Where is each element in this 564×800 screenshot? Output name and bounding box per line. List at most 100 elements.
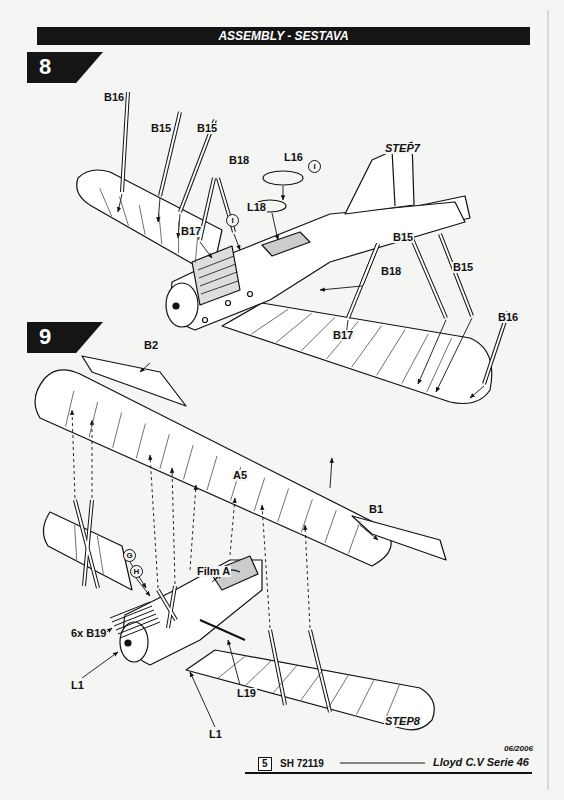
drawing-stroke bbox=[118, 618, 158, 634]
drawing-stroke bbox=[348, 244, 378, 318]
drawing-stroke bbox=[262, 232, 310, 256]
part-number: B1 bbox=[368, 504, 384, 515]
step-reference: STEP7 bbox=[384, 143, 421, 154]
drawing-stroke bbox=[283, 186, 284, 200]
drawing-stroke bbox=[122, 92, 234, 240]
part-number: B18 bbox=[380, 266, 402, 277]
drawing-stroke bbox=[82, 652, 118, 678]
wing-rib bbox=[119, 197, 128, 226]
badge-fill bbox=[27, 52, 103, 83]
drawing-stroke bbox=[82, 356, 186, 406]
wing-rib bbox=[427, 338, 452, 392]
drawing-stroke bbox=[440, 234, 472, 316]
wing-rib bbox=[97, 536, 103, 574]
wing-rib bbox=[254, 478, 265, 511]
drawing-stroke bbox=[270, 630, 285, 705]
wing-rib bbox=[66, 391, 74, 427]
step-number: 8 bbox=[27, 52, 103, 79]
drawing-stroke bbox=[222, 303, 492, 404]
drawing-stroke bbox=[272, 213, 278, 240]
drawing-stroke bbox=[418, 320, 446, 384]
drawing-stroke bbox=[263, 171, 303, 185]
drawing-stroke bbox=[348, 234, 508, 384]
wing-rib bbox=[352, 326, 382, 368]
drawing-stroke bbox=[72, 363, 378, 727]
wing-rib bbox=[301, 671, 323, 701]
drawing-stroke bbox=[166, 283, 198, 327]
drawing-stroke bbox=[120, 622, 160, 638]
part-number: B17 bbox=[180, 226, 202, 237]
callout-letter: I bbox=[308, 160, 321, 173]
drawing-stroke bbox=[248, 292, 253, 297]
drawing-stroke bbox=[140, 363, 150, 372]
catalogue-number: SH 72119 bbox=[280, 759, 324, 769]
drawing-stroke bbox=[199, 264, 236, 278]
drawing-stroke bbox=[75, 500, 330, 712]
drawing-stroke bbox=[310, 630, 330, 712]
drawing-stroke bbox=[72, 410, 310, 628]
wing-rib bbox=[75, 525, 77, 560]
part-number: L19 bbox=[236, 688, 257, 699]
drawing-stroke bbox=[200, 242, 212, 258]
wing-rib bbox=[348, 521, 360, 553]
part-number: B16 bbox=[103, 92, 125, 103]
drawing-stroke bbox=[190, 672, 215, 727]
drawing-stroke bbox=[362, 244, 378, 284]
drawing-stroke bbox=[200, 620, 245, 640]
drawing-stroke bbox=[82, 363, 378, 727]
drawing-stroke bbox=[112, 606, 152, 622]
badge-shape bbox=[27, 52, 103, 83]
part-number: Film A bbox=[196, 566, 231, 577]
drawing-stroke bbox=[226, 301, 231, 306]
drawing-stroke bbox=[150, 455, 158, 588]
wing-rib bbox=[113, 413, 122, 448]
drawing-stroke bbox=[262, 505, 270, 628]
badge-fill bbox=[27, 322, 103, 353]
print-date: 06/2006 bbox=[504, 745, 533, 753]
drawing-stroke bbox=[172, 468, 175, 584]
drawing-stroke bbox=[198, 256, 238, 294]
drawing-stroke bbox=[116, 614, 156, 630]
drawing-stroke bbox=[72, 410, 75, 498]
part-number: B17 bbox=[332, 330, 354, 341]
part-number: L1 bbox=[70, 680, 85, 691]
part-number: B15 bbox=[392, 232, 414, 243]
drawing-stroke bbox=[340, 763, 425, 764]
part-number: B2 bbox=[143, 340, 159, 351]
wing-rib bbox=[402, 334, 429, 384]
drawing-stroke bbox=[125, 640, 131, 646]
drawing-stroke bbox=[203, 318, 208, 323]
drawing-stroke bbox=[136, 578, 150, 596]
drawing-stroke bbox=[171, 202, 465, 330]
drawing-stroke bbox=[305, 525, 310, 628]
drawing-stroke bbox=[84, 500, 92, 586]
wing-rib bbox=[89, 402, 98, 437]
drawing-stroke bbox=[35, 356, 446, 730]
wing-rib bbox=[326, 321, 358, 358]
drawing-stroke bbox=[234, 234, 240, 250]
wing-rib bbox=[357, 680, 374, 714]
wing-rib bbox=[276, 313, 311, 342]
drawing-stroke bbox=[228, 640, 240, 685]
drawing-stroke bbox=[168, 586, 175, 628]
drawing-stroke bbox=[410, 234, 446, 318]
drawing-stroke bbox=[92, 420, 93, 498]
drawing-stroke bbox=[75, 500, 98, 588]
drawing-stroke bbox=[362, 244, 378, 284]
drawing-stroke bbox=[114, 610, 154, 626]
wing-rib bbox=[329, 675, 348, 707]
part-number: A5 bbox=[232, 470, 248, 481]
part-number: B15 bbox=[150, 123, 172, 134]
drawing-stroke bbox=[110, 602, 150, 618]
drawing-stroke bbox=[548, 10, 549, 790]
drawing-stroke bbox=[122, 92, 128, 192]
wing-rib bbox=[136, 423, 145, 458]
drawing-stroke bbox=[75, 500, 98, 588]
part-number: 6x B19 bbox=[70, 628, 107, 639]
drawing-stroke bbox=[77, 92, 508, 404]
drawing-stroke bbox=[470, 386, 484, 398]
drawing-stroke bbox=[198, 256, 234, 270]
drawing-stroke bbox=[352, 516, 446, 560]
wing-rib bbox=[160, 434, 169, 469]
wing-rib bbox=[251, 309, 288, 334]
